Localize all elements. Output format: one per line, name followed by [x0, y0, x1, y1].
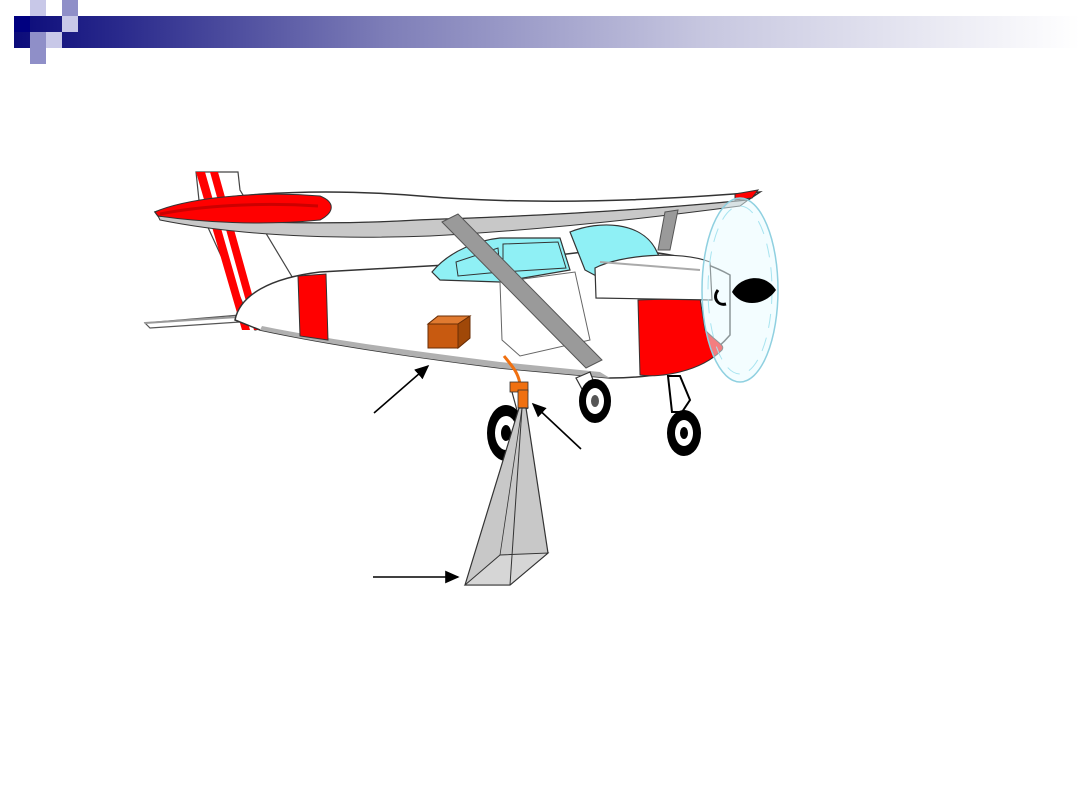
corner-square-mid [30, 32, 46, 48]
wing-strut [441, 209, 679, 369]
corner-square-light-2 [46, 32, 62, 48]
corner-square-light-3 [62, 16, 78, 32]
corner-square-mid-3 [30, 48, 46, 64]
propeller [701, 197, 779, 383]
arrow-to-fuselage [373, 364, 430, 414]
right-main-landing-gear [575, 371, 611, 423]
main-wing [153, 189, 763, 238]
cargo-box [426, 315, 472, 350]
corner-square-mid-2 [62, 0, 78, 16]
corner-square-dark [14, 16, 30, 32]
nose-landing-gear [666, 375, 701, 456]
slide-header [0, 0, 1080, 70]
corner-square-light [30, 0, 46, 16]
arrow-to-bracket [531, 402, 582, 450]
weighing-stand [463, 407, 550, 586]
title-bar [14, 16, 1080, 48]
tie-down-bracket [502, 355, 529, 409]
